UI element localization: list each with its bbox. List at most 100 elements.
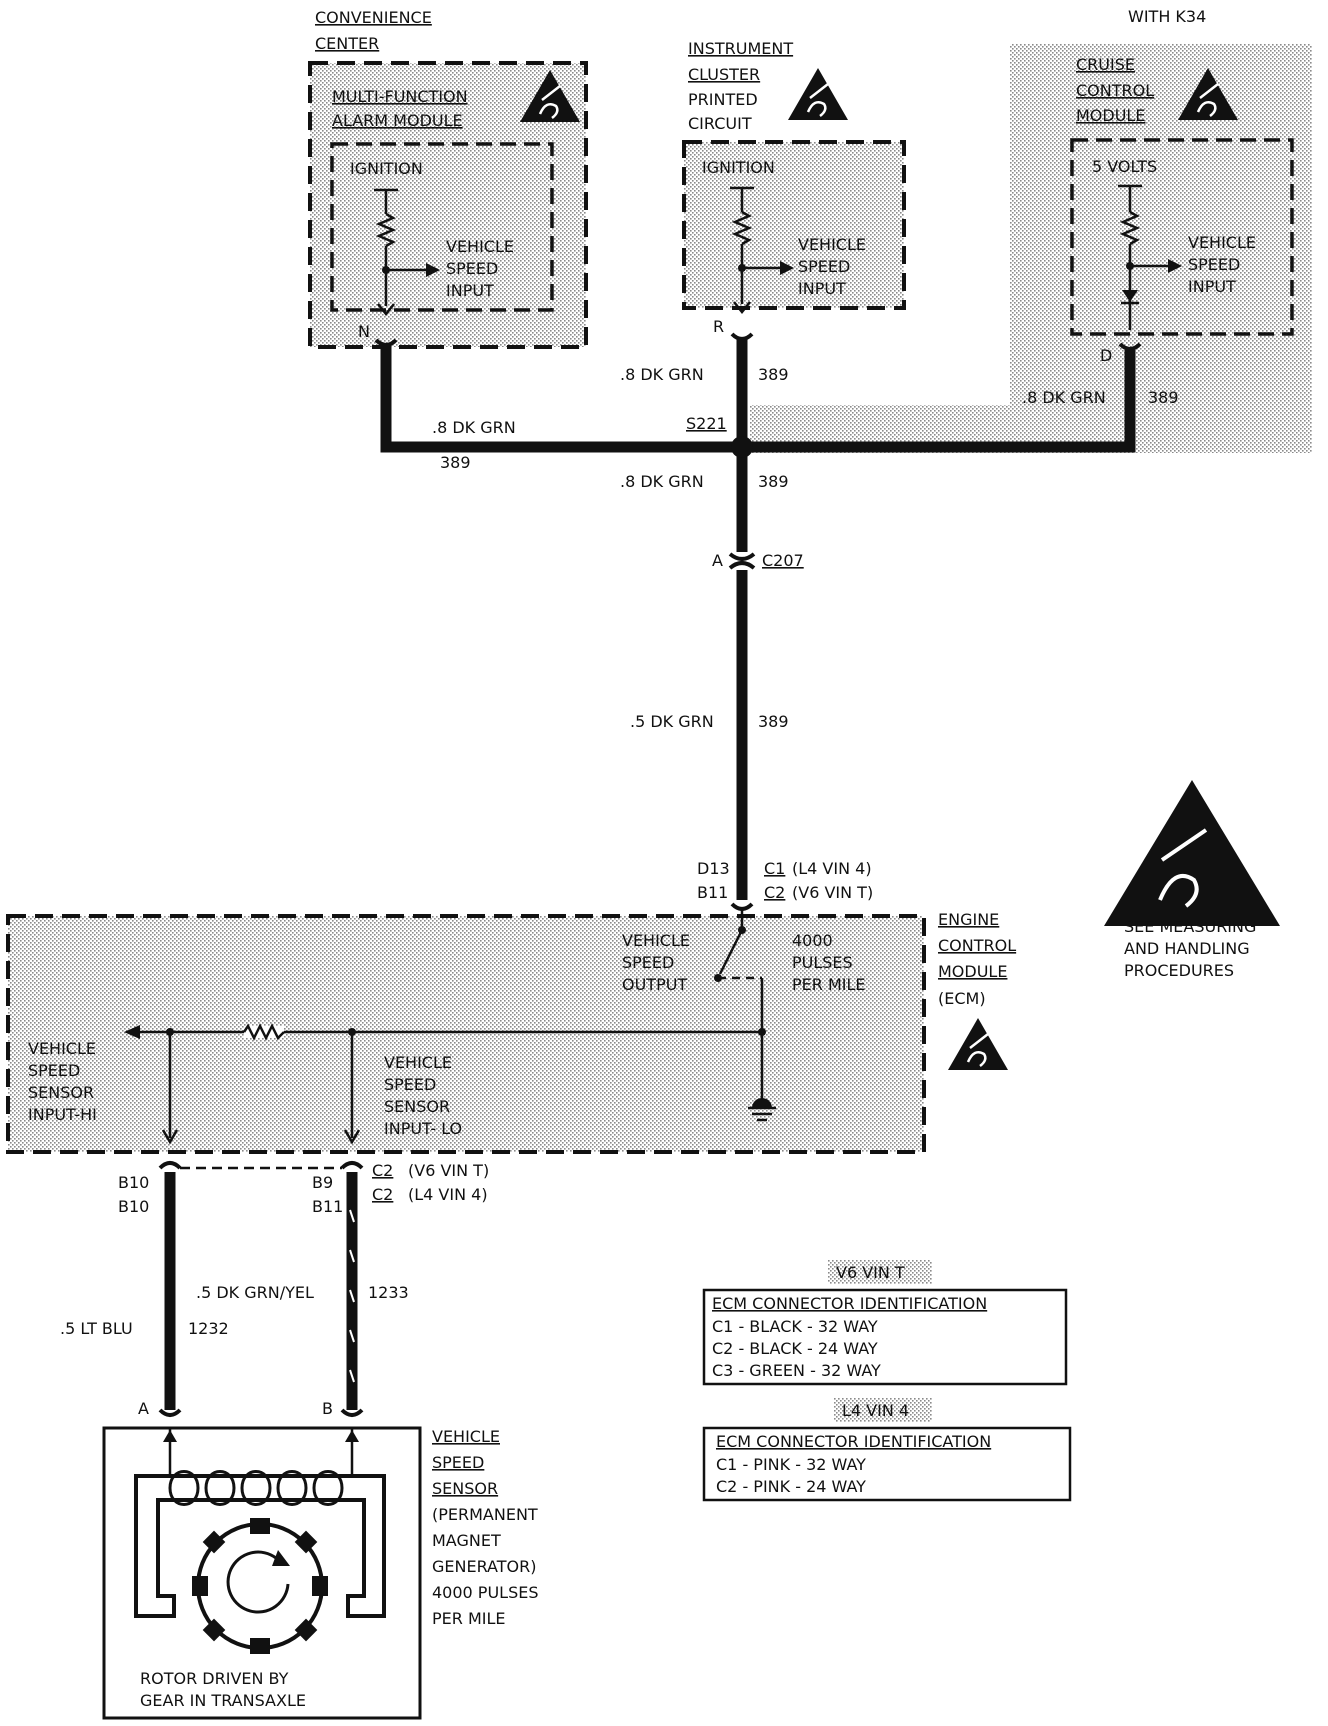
- sensor-label-8: PER MILE: [432, 1609, 506, 1628]
- ecm-title-4: (ECM): [938, 989, 986, 1008]
- ecm-connector-label: C1: [764, 859, 785, 878]
- sensor-label-3: SENSOR: [432, 1479, 498, 1498]
- l4-table-row: C2 - PINK - 24 WAY: [716, 1477, 866, 1496]
- ecm-title-3: MODULE: [938, 962, 1007, 981]
- input-arrow-icon: [780, 261, 794, 275]
- pullup-resistor-icon: [375, 212, 397, 248]
- ecm-title-1: ENGINE: [938, 910, 999, 929]
- sensor-label-1: VEHICLE: [432, 1427, 500, 1446]
- v6-table-row: C2 - BLACK - 24 WAY: [712, 1339, 878, 1358]
- cluster-input-label-1: VEHICLE: [798, 235, 866, 254]
- coil-icon: [168, 1470, 344, 1506]
- input-hi-label-1: VEHICLE: [28, 1039, 96, 1058]
- ecm-pin-label: B10: [118, 1173, 149, 1192]
- wire-circuit-label: 389: [758, 712, 789, 731]
- sensor-label-5: MAGNET: [432, 1531, 501, 1550]
- alarm-input-label-3: INPUT: [446, 281, 494, 300]
- input-hi-label-2: SPEED: [28, 1061, 80, 1080]
- cruise-input-label-1: VEHICLE: [1188, 233, 1256, 252]
- cruise-supply-label: 5 VOLTS: [1092, 157, 1157, 176]
- wire-size-label: .8 DK GRN: [432, 418, 516, 437]
- magnet-core-icon: [134, 1474, 386, 1618]
- l4-table-heading: L4 VIN 4: [842, 1401, 909, 1420]
- cruise-pin-label: D: [1100, 346, 1112, 365]
- splice-label: S221: [686, 414, 727, 433]
- alarm-pin-label: N: [358, 322, 370, 341]
- esd-note-line-3: PROCEDURES: [1124, 961, 1234, 980]
- alarm-supply-label: IGNITION: [350, 159, 423, 178]
- splice-s221: [731, 436, 753, 458]
- diode-icon: [1122, 290, 1138, 302]
- input-hi-label-3: SENSOR: [28, 1083, 94, 1102]
- pullup-resistor-icon: [731, 210, 753, 246]
- vso-label-1: VEHICLE: [622, 931, 690, 950]
- vso-label-3: OUTPUT: [622, 975, 687, 994]
- ecm-connector-note: (L4 VIN 4): [408, 1185, 488, 1204]
- wire-size-label: .8 DK GRN: [620, 472, 704, 491]
- ecm-connector-note: (L4 VIN 4): [792, 859, 872, 878]
- wire-size-label: .5 LT BLU: [60, 1319, 133, 1338]
- wire-size-label: .8 DK GRN: [620, 365, 704, 384]
- cruise-label-3: MODULE: [1076, 106, 1145, 125]
- ecm-connector-label: C2: [764, 883, 785, 902]
- ecm-pin-label: B10: [118, 1197, 149, 1216]
- v6-table-heading: V6 VIN T: [836, 1263, 905, 1282]
- cluster-label-3: PRINTED: [688, 90, 758, 109]
- sensor-label-6: GENERATOR): [432, 1557, 536, 1576]
- alarm-input-label-2: SPEED: [446, 259, 498, 278]
- wire-size-label: .8 DK GRN: [1022, 388, 1106, 407]
- ecm-connector-label: C2: [372, 1185, 393, 1204]
- rotor-label-1: ROTOR DRIVEN BY: [140, 1669, 289, 1688]
- vehicle-speed-sensor-box: [102, 1426, 422, 1720]
- bias-resistor-icon: [242, 1023, 285, 1041]
- output-switch-icon: [718, 929, 744, 975]
- v6-connector-table: [702, 1288, 1068, 1386]
- input-lo-label-2: SPEED: [384, 1075, 436, 1094]
- wire-circuit-label: 389: [758, 365, 789, 384]
- input-hi-label-4: INPUT-HI: [28, 1105, 97, 1124]
- option-label: WITH K34: [1128, 7, 1206, 26]
- esd-note-line-2: AND HANDLING: [1124, 939, 1250, 958]
- l4-connector-table: [702, 1426, 1072, 1502]
- cluster-label-1: INSTRUMENT: [688, 39, 793, 58]
- sensor-label-4: (PERMANENT: [432, 1505, 538, 1524]
- connector-label: C207: [762, 551, 804, 570]
- ecm-pin-label: B9: [312, 1173, 333, 1192]
- rotor-gear-icon: [192, 1518, 328, 1654]
- ecm-connector-note: (V6 VIN T): [792, 883, 873, 902]
- pulses-label-2: PULSES: [792, 953, 853, 972]
- alarm-module-inner-box: [330, 142, 554, 312]
- input-lo-label-3: SENSOR: [384, 1097, 450, 1116]
- esd-warning-icon: [786, 66, 850, 122]
- alarm-module-label-2: ALARM MODULE: [332, 111, 463, 130]
- input-arrow-icon: [124, 1025, 140, 1039]
- pulses-label-1: 4000: [792, 931, 833, 950]
- cluster-input-label-2: SPEED: [798, 257, 850, 276]
- alarm-input-label-1: VEHICLE: [446, 237, 514, 256]
- cruise-module-inner-box: [1070, 138, 1294, 336]
- ecm-pin-label: B11: [312, 1197, 343, 1216]
- wire-circuit-label: 389: [1148, 388, 1179, 407]
- esd-warning-icon: [946, 1016, 1010, 1072]
- wire-circuit-label: 389: [758, 472, 789, 491]
- sensor-label-7: 4000 PULSES: [432, 1583, 539, 1602]
- vso-label-2: SPEED: [622, 953, 674, 972]
- sensor-label-2: SPEED: [432, 1453, 484, 1472]
- wire-size-label: .5 DK GRN/YEL: [196, 1283, 314, 1302]
- cluster-input-label-3: INPUT: [798, 279, 846, 298]
- instrument-cluster-box: [682, 140, 906, 310]
- wire-circuit-label: 389: [440, 453, 471, 472]
- ecm-connector-note: (V6 VIN T): [408, 1161, 489, 1180]
- ecm-pin-label: B11: [697, 883, 728, 902]
- esd-large-icon: [1104, 780, 1280, 926]
- ecm-pin-label: D13: [697, 859, 730, 878]
- cruise-input-label-3: INPUT: [1188, 277, 1236, 296]
- input-lo-label-4: INPUT- LO: [384, 1119, 462, 1138]
- connector-pin-label: A: [712, 551, 723, 570]
- v6-table-row: C1 - BLACK - 32 WAY: [712, 1317, 878, 1336]
- sensor-pin-label: B: [322, 1399, 333, 1418]
- conv-center-label-2: CENTER: [315, 34, 379, 53]
- pullup-resistor-icon: [1119, 210, 1141, 246]
- l4-table-title: ECM CONNECTOR IDENTIFICATION: [716, 1432, 991, 1451]
